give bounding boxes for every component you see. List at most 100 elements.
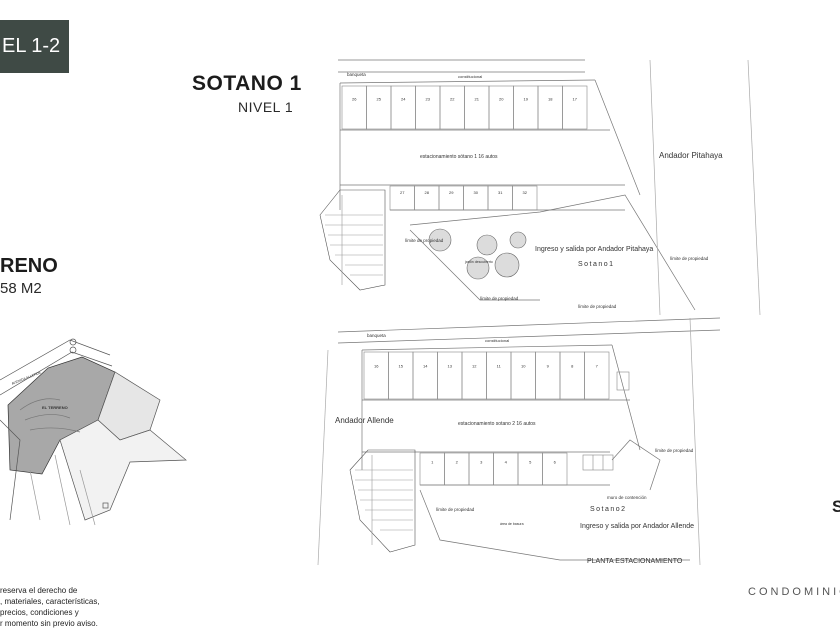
stall-number: 21 xyxy=(475,96,480,101)
lower-ingress: Ingreso y salida por Andador Allende xyxy=(580,523,694,530)
stall-number: 11 xyxy=(497,364,502,369)
stall-number: 26 xyxy=(352,96,357,101)
upper-garden-label: jardín descubierto xyxy=(464,260,493,264)
upper-limite-4: límite de propiedad xyxy=(578,304,617,309)
stall-number: 7 xyxy=(596,364,599,369)
parking-stall xyxy=(363,351,389,400)
stall-number: 32 xyxy=(523,190,528,195)
lower-sotano-label: Sotano2 xyxy=(590,506,627,513)
parking-stall xyxy=(535,351,561,400)
stall-number: 17 xyxy=(573,96,578,101)
upper-parking-label: estacionamiento sótano 1 16 autos xyxy=(420,154,498,160)
lower-plan-outline xyxy=(317,317,721,566)
parking-stall xyxy=(542,452,568,486)
parking-stall xyxy=(512,185,538,211)
stall-number: 3 xyxy=(480,460,483,465)
lower-parking-label: estacionamiento sotano 2 16 autos xyxy=(458,421,536,427)
page-title: SOTANO 1 xyxy=(192,72,302,95)
lower-stair-tower xyxy=(349,449,416,553)
lower-constitucional: constitucional xyxy=(485,338,509,343)
parking-stall xyxy=(517,452,543,486)
lower-muro: muro de contención xyxy=(607,495,647,500)
lower-limite-2: límite de propiedad xyxy=(655,448,694,453)
stall-number: 12 xyxy=(472,364,477,369)
parking-stall xyxy=(559,351,585,400)
stall-number: 16 xyxy=(374,364,379,369)
upper-constitucional: constitucional xyxy=(458,74,482,79)
parking-stall xyxy=(341,85,367,130)
parking-stall xyxy=(461,351,487,400)
upper-andador: Andador Pitahaya xyxy=(659,151,723,160)
upper-garden-trees xyxy=(428,228,527,280)
stall-number: 20 xyxy=(499,96,504,101)
stall-number: 2 xyxy=(456,460,459,465)
lower-small-stalls xyxy=(582,371,630,471)
upper-plan-outline xyxy=(338,59,761,316)
parking-stall xyxy=(366,85,392,130)
upper-ingress: Ingreso y salida por Andador Pitahaya xyxy=(535,246,653,253)
stall-number: 5 xyxy=(529,460,532,465)
stall-number: 27 xyxy=(400,190,405,195)
upper-top-stall-grid: 26 25 24 23 22 21 20 19 18 17 xyxy=(341,85,588,130)
stall-number: 4 xyxy=(505,460,508,465)
parking-stall xyxy=(493,452,519,486)
disclaimer-line: , materiales, características, xyxy=(0,597,100,606)
stall-number: 18 xyxy=(548,96,553,101)
parking-stall xyxy=(513,85,539,130)
parking-stall xyxy=(415,85,441,130)
lower-andador: Andador Allende xyxy=(335,416,394,425)
stall-number: 10 xyxy=(521,364,526,369)
stall-number: 19 xyxy=(524,96,529,101)
stall-number: 28 xyxy=(425,190,430,195)
stall-number: 8 xyxy=(571,364,574,369)
stall-number: 14 xyxy=(423,364,428,369)
stall-number: 9 xyxy=(547,364,550,369)
parking-stall xyxy=(537,85,563,130)
disclaimer-line: reserva el derecho de xyxy=(0,586,78,595)
parking-stall xyxy=(486,351,512,400)
lower-plan-title: PLANTA ESTACIONAMIENTO xyxy=(587,558,683,565)
stall-number: 1 xyxy=(431,460,434,465)
parking-stall xyxy=(488,85,514,130)
upper-limite-2: límite de propiedad xyxy=(670,256,709,261)
upper-sotano-label: Sotano1 xyxy=(578,261,615,268)
stall-number: 23 xyxy=(426,96,431,101)
upper-stair-tower xyxy=(319,189,386,291)
stall-number: 29 xyxy=(449,190,454,195)
edge-letter: S xyxy=(832,497,840,516)
disclaimer-line: r momento sin previo aviso. xyxy=(0,619,98,628)
lower-area-basura: área de basura xyxy=(500,522,524,526)
terrain-site-plan xyxy=(0,338,187,526)
stall-number: 13 xyxy=(448,364,453,369)
lower-top-stall-grid: 16 15 14 13 12 11 10 9 8 7 xyxy=(363,351,610,400)
terrain-area: 58 M2 xyxy=(0,280,42,297)
upper-limite-3: límite de propiedad xyxy=(480,296,519,301)
parking-stall xyxy=(390,85,416,130)
stall-number: 15 xyxy=(399,364,404,369)
brand-name: CONDOMINIOS xyxy=(748,586,840,598)
stall-number: 31 xyxy=(498,190,503,195)
disclaimer: reserva el derecho de , materiales, cara… xyxy=(0,585,110,629)
parking-stall xyxy=(388,351,414,400)
parking-stall xyxy=(584,351,610,400)
lower-banqueta: banqueta xyxy=(367,333,386,338)
upper-limite-1: límite de propiedad xyxy=(405,238,444,243)
parking-stall xyxy=(510,351,536,400)
parking-stall xyxy=(464,85,490,130)
terrain-title: RENO xyxy=(0,255,58,277)
stall-number: 6 xyxy=(554,460,557,465)
page-subtitle: NIVEL 1 xyxy=(238,99,294,115)
stall-number: 22 xyxy=(450,96,455,101)
terrain-lot-label: EL TERRENO xyxy=(42,405,68,410)
stall-number: 30 xyxy=(474,190,479,195)
lower-limite-1: límite de propiedad xyxy=(436,507,475,512)
parking-stall xyxy=(412,351,438,400)
upper-banqueta: banqueta xyxy=(347,72,366,77)
stall-number: 25 xyxy=(377,96,382,101)
level-badge: EL 1-2 xyxy=(0,20,69,73)
stall-number: 24 xyxy=(401,96,406,101)
parking-stall xyxy=(437,351,463,400)
parking-stall xyxy=(419,452,445,486)
parking-stall xyxy=(468,452,494,486)
